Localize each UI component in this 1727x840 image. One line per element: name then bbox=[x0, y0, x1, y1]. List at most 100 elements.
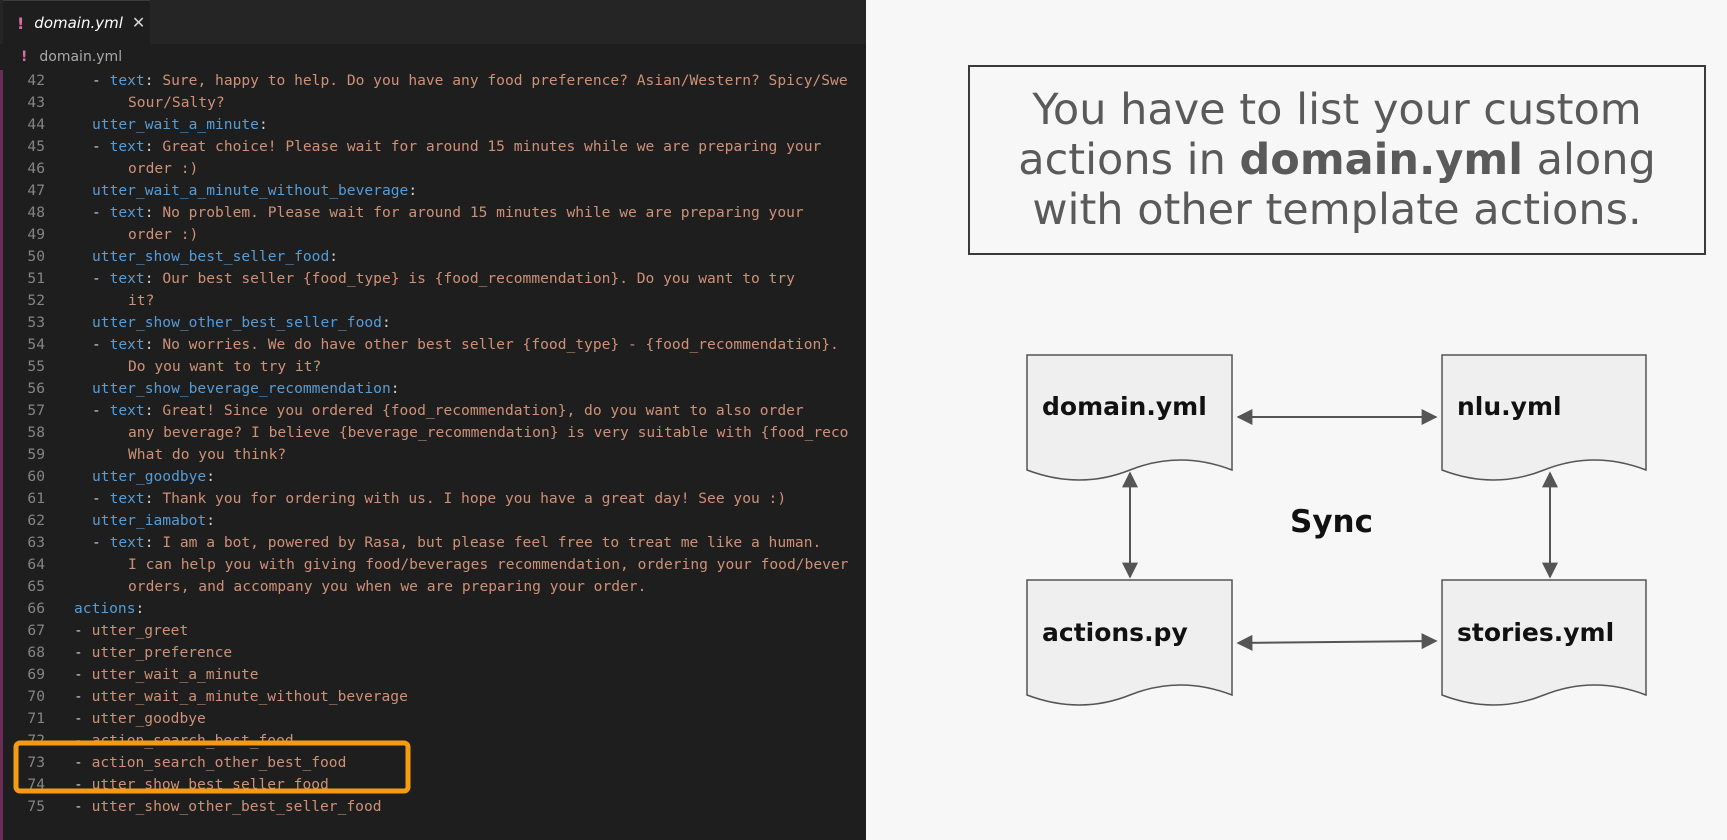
line-source: utter_iamabot: bbox=[92, 512, 216, 529]
close-icon[interactable]: ✕ bbox=[131, 15, 146, 32]
tab-domain-yml[interactable]: ! domain.yml ✕ bbox=[3, 0, 150, 45]
line-number: 46 bbox=[27, 160, 45, 177]
doc-actions-py: actions.py bbox=[1026, 579, 1233, 706]
line-source: utter_show_other_best_seller_food: bbox=[92, 314, 391, 331]
line-source: it? bbox=[128, 292, 155, 309]
callout-text-bold: domain.yml bbox=[1239, 135, 1523, 185]
doc-label-domain: domain.yml bbox=[1042, 392, 1207, 421]
line-number: 58 bbox=[27, 424, 45, 441]
callout-text-end: along with other template actions. bbox=[1032, 135, 1656, 235]
line-number: 71 bbox=[27, 710, 45, 727]
line-source: Do you want to try it? bbox=[128, 358, 322, 375]
breadcrumb[interactable]: ! domain.yml bbox=[0, 44, 866, 70]
line-number: 69 bbox=[27, 666, 45, 683]
line-number: 66 bbox=[27, 600, 45, 617]
line-source: - text: I am a bot, powered by Rasa, but… bbox=[92, 534, 822, 551]
breadcrumb-file[interactable]: domain.yml bbox=[39, 49, 123, 65]
doc-domain-yml: domain.yml bbox=[1026, 354, 1233, 481]
code-editor: ! domain.yml ✕ ! domain.yml 42- text: Su… bbox=[0, 0, 866, 840]
line-number: 62 bbox=[27, 512, 45, 529]
code-line[interactable]: 45 - text: Great choice! Please wait for … bbox=[3, 136, 866, 158]
line-number: 72 bbox=[27, 732, 45, 749]
line-number: 54 bbox=[27, 336, 45, 353]
code-line[interactable]: 49 order :) bbox=[3, 224, 866, 246]
code-line[interactable]: 69- utter_wait_a_minute bbox=[3, 664, 866, 686]
line-source: - text: Great! Since you ordered {food_r… bbox=[92, 402, 804, 419]
line-number: 51 bbox=[27, 270, 45, 287]
line-number: 47 bbox=[27, 182, 45, 199]
sync-diagram: domain.yml nlu.yml actions.py stories.ym… bbox=[1026, 354, 1647, 706]
code-line[interactable]: 72- action_search_best_food bbox=[3, 730, 866, 752]
line-number: 56 bbox=[27, 380, 45, 397]
doc-nlu-yml: nlu.yml bbox=[1441, 354, 1647, 481]
doc-label-actions: actions.py bbox=[1042, 618, 1188, 647]
code-line[interactable]: 58 any beverage? I believe {beverage_reco… bbox=[3, 422, 866, 444]
line-source: - text: Thank you for ordering with us. … bbox=[92, 490, 787, 507]
line-source: Sour/Salty? bbox=[128, 94, 225, 111]
line-source: What do you think? bbox=[128, 446, 287, 463]
code-line[interactable]: 51- text: Our best seller {food_type} is… bbox=[3, 268, 866, 290]
window-edge bbox=[0, 0, 3, 840]
doc-stories-yml: stories.yml bbox=[1441, 579, 1647, 706]
code-area[interactable]: 42- text: Sure, happy to help. Do you ha… bbox=[3, 70, 866, 840]
line-number: 64 bbox=[27, 556, 45, 573]
line-number: 70 bbox=[27, 688, 45, 705]
code-line[interactable]: 62 utter_iamabot: bbox=[3, 510, 866, 532]
line-source: order :) bbox=[128, 226, 199, 243]
code-line[interactable]: 70 - utter_wait_a_minute_without_beverage bbox=[3, 686, 866, 708]
code-line[interactable]: 61 - text: Thank you for ordering with us… bbox=[3, 488, 866, 510]
line-source: - utter_show_other_best_seller_food bbox=[74, 798, 382, 815]
code-line[interactable]: 67- utter_greet bbox=[3, 620, 866, 642]
line-number: 61 bbox=[27, 490, 45, 507]
line-source: I can help you with giving food/beverage… bbox=[128, 556, 849, 573]
line-source: - text: No problem. Please wait for arou… bbox=[92, 204, 804, 221]
line-number: 59 bbox=[27, 446, 45, 463]
code-line[interactable]: 71- utter_goodbye bbox=[3, 708, 866, 730]
sync-label: Sync bbox=[1290, 504, 1373, 540]
tab-title: domain.yml bbox=[34, 14, 123, 32]
code-line[interactable]: 68- utter_preference bbox=[3, 642, 866, 664]
line-source: - text: No worries. We do have other bes… bbox=[92, 336, 839, 353]
line-source: - action_search_other_best_food bbox=[74, 754, 347, 771]
line-number: 49 bbox=[27, 226, 45, 243]
code-line[interactable]: 63- text: I am a bot, powered by Rasa, b… bbox=[3, 532, 866, 554]
code-line[interactable]: 75- utter_show_other_best_seller_food bbox=[3, 796, 866, 818]
line-number: 74 bbox=[27, 776, 45, 793]
code-line[interactable]: 59 What do you think? bbox=[3, 444, 866, 466]
line-source: - utter_wait_a_minute_without_beverage bbox=[74, 688, 408, 705]
code-line[interactable]: 54 - text: No worries. We do have other b… bbox=[3, 334, 866, 356]
callout-text-start: You have to list your custom actions in bbox=[1018, 85, 1642, 185]
code-line[interactable]: 74 - utter_show_best_seller_food bbox=[3, 774, 866, 796]
line-source: any beverage? I believe {beverage_recomm… bbox=[128, 424, 849, 441]
line-number: 45 bbox=[27, 138, 45, 155]
line-number: 65 bbox=[27, 578, 45, 595]
callout-text: You have to list your custom actions in … bbox=[970, 85, 1704, 235]
code-line[interactable]: 42- text: Sure, happy to help. Do you ha… bbox=[3, 70, 866, 92]
code-line[interactable]: 73 - action_search_other_best_food bbox=[3, 752, 866, 774]
line-source: utter_wait_a_minute: bbox=[92, 116, 268, 133]
line-number: 73 bbox=[27, 754, 45, 771]
line-source: - text: Great choice! Please wait for ar… bbox=[92, 138, 822, 155]
line-source: - utter_show_best_seller_food bbox=[74, 776, 329, 793]
line-source: utter_show_best_seller_food: bbox=[92, 248, 339, 265]
code-line[interactable]: 57 - text: Great! Since you ordered {food… bbox=[3, 400, 866, 422]
yaml-file-icon: ! bbox=[21, 49, 28, 65]
line-number: 42 bbox=[27, 72, 45, 89]
doc-label-nlu: nlu.yml bbox=[1457, 392, 1562, 421]
arrow-actions-stories bbox=[1236, 633, 1438, 651]
code-line[interactable]: 64 I can help you with giving food/bevera… bbox=[3, 554, 866, 576]
code-line[interactable]: 48- text: No problem. Please wait for ar… bbox=[3, 202, 866, 224]
line-number: 57 bbox=[27, 402, 45, 419]
